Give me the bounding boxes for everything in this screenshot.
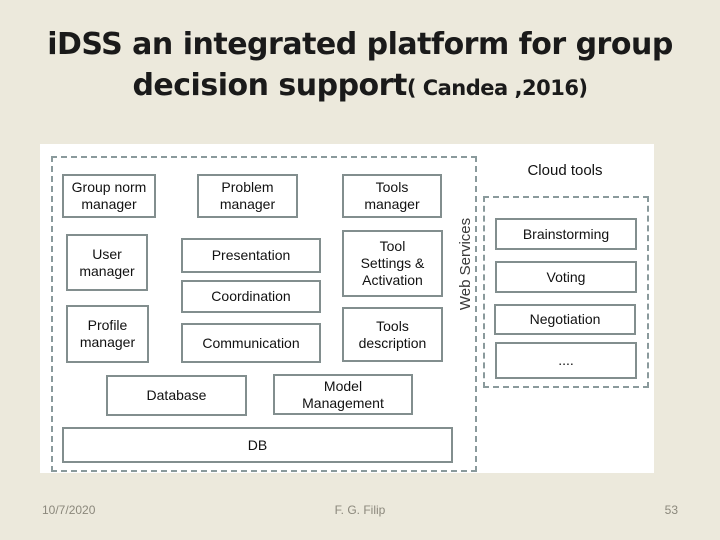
box-tools-description: Tools description <box>342 307 443 362</box>
slide-title: iDSS an integrated platform for group de… <box>0 24 720 109</box>
box-negotiation: Negotiation <box>494 304 636 335</box>
box-tools-manager: Tools manager <box>342 174 442 218</box>
box-database: Database <box>106 375 247 416</box>
box-user-manager: User manager <box>66 234 148 291</box>
box-coordination: Coordination <box>181 280 321 313</box>
slide-title-citation: ( Candea ,2016) <box>406 76 588 100</box>
slide-title-line2-main: decision support <box>132 68 407 103</box>
box-ellipsis: .... <box>495 342 637 379</box>
box-db: DB <box>62 427 453 463</box>
architecture-diagram: Group norm manager Problem manager Tools… <box>40 144 654 473</box>
box-profile-manager: Profile manager <box>66 305 149 363</box>
box-model-management: Model Management <box>273 374 413 415</box>
web-services-label: Web Services <box>457 217 474 311</box>
cloud-tools-label: Cloud tools <box>527 162 603 179</box>
idss-platform-region <box>51 156 477 472</box>
box-problem-manager: Problem manager <box>197 174 298 218</box>
footer-author: F. G. Filip <box>334 503 386 517</box>
footer-date: 10/7/2020 <box>42 503 96 517</box>
box-communication: Communication <box>181 323 321 363</box>
box-presentation: Presentation <box>181 238 321 273</box>
cloud-tools-region <box>483 196 649 388</box>
slide-title-line2: decision support( Candea ,2016) <box>0 65 720 109</box>
box-tool-settings-activation: Tool Settings & Activation <box>342 230 443 297</box>
box-group-norm-manager: Group norm manager <box>62 174 156 218</box>
footer-slide-number: 53 <box>664 503 678 517</box>
slide-title-line1: iDSS an integrated platform for group <box>47 27 673 62</box>
box-voting: Voting <box>495 261 637 293</box>
box-brainstorming: Brainstorming <box>495 218 637 250</box>
